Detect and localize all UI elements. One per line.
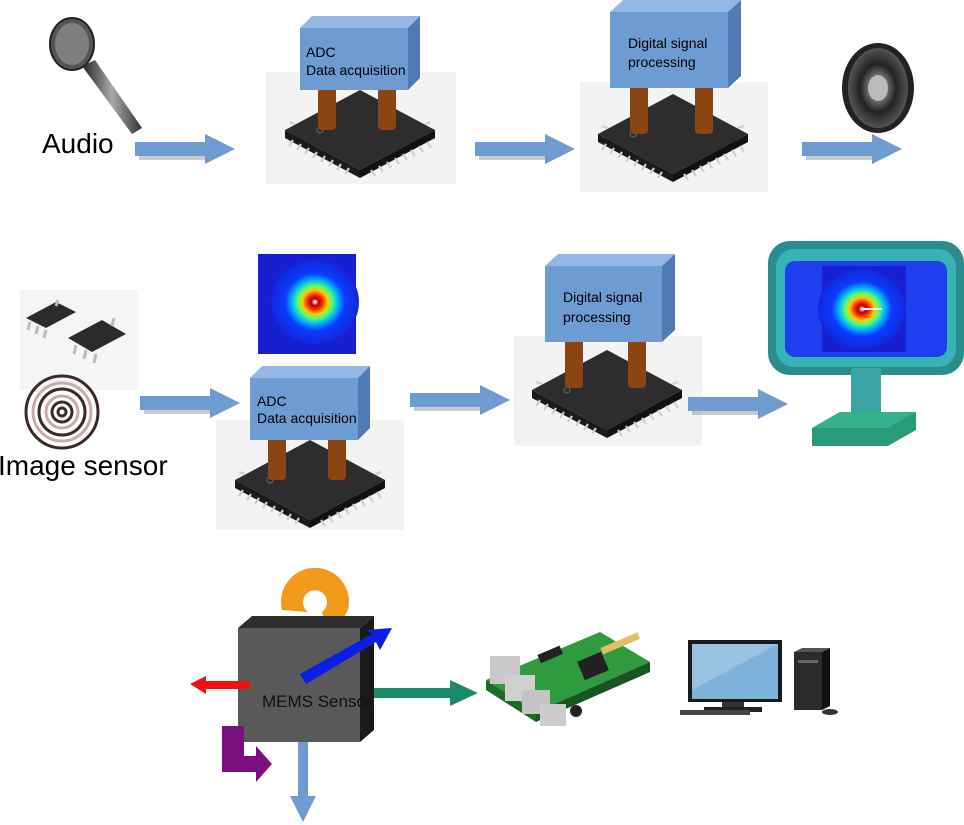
raspberry-pi-board-icon xyxy=(486,632,650,726)
dsp-subtitle: processing xyxy=(628,54,696,70)
dsp-unit: Digital signal processing xyxy=(514,254,702,446)
sensor-chips-icon xyxy=(20,290,138,390)
adc-unit: ADC Data acquisition xyxy=(216,366,404,530)
microphone-icon xyxy=(49,17,142,134)
image-sensor-label: Image sensor xyxy=(0,450,168,481)
monitor-icon xyxy=(768,241,964,446)
spiral-sensor-icon xyxy=(24,374,100,450)
flow-arrow xyxy=(688,389,788,419)
flow-arrow xyxy=(802,134,902,164)
flow-arrow xyxy=(475,134,575,164)
adc-title: ADC xyxy=(306,44,336,60)
flow-arrow xyxy=(140,388,240,418)
desktop-computer-icon xyxy=(680,640,838,715)
dsp-title: Digital signal xyxy=(563,289,642,305)
mems-label: MEMS Sensor xyxy=(262,692,372,711)
dsp-subtitle: processing xyxy=(563,309,631,325)
adc-subtitle: Data acquisition xyxy=(306,62,406,78)
speaker-icon xyxy=(842,43,914,133)
dsp-title: Digital signal xyxy=(628,35,707,51)
adc-subtitle: Data acquisition xyxy=(257,410,357,426)
audio-label: Audio xyxy=(42,128,114,159)
flow-arrow xyxy=(410,385,510,415)
dsp-unit: Digital signal processing xyxy=(580,0,768,192)
adc-unit: ADC Data acquisition xyxy=(266,16,456,184)
flow-arrow xyxy=(135,134,235,164)
heatmap-image xyxy=(258,254,359,354)
mems-sensor-block: MEMS Sensor xyxy=(190,567,478,822)
adc-title: ADC xyxy=(257,393,287,409)
